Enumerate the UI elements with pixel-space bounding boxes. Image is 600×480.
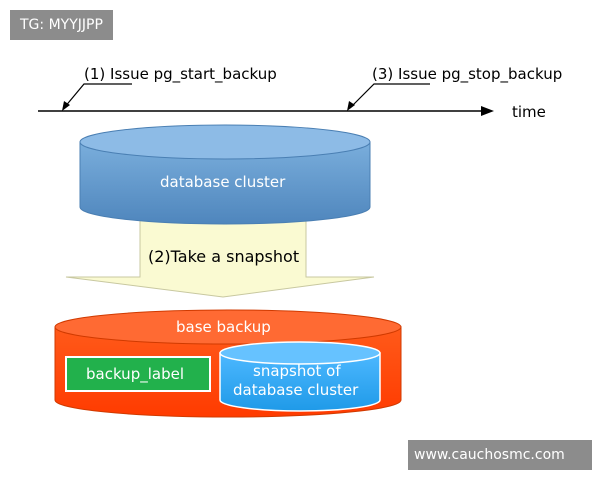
watermark-bottom-right: www.cauchosmc.com — [408, 440, 592, 470]
start-backup-label: (1) Issue pg_start_backup — [84, 65, 277, 84]
snapshot-line-2: database cluster — [233, 381, 359, 399]
watermark-top-left: TG: MYYJJPP — [10, 10, 113, 40]
stop-backup-pointer — [349, 83, 430, 109]
time-axis-arrowhead — [481, 106, 494, 116]
database-cluster-cylinder: database cluster — [79, 124, 371, 225]
base-backup-cylinder: base backup backup_label snapshot of dat… — [54, 309, 402, 418]
timeline: time (1) Issue pg_start_backup (3) Issue… — [38, 65, 562, 121]
time-axis-label: time — [512, 103, 546, 121]
backup-label-text: backup_label — [86, 365, 184, 384]
backup-label-box — [65, 356, 211, 392]
database-cluster-label: database cluster — [160, 173, 286, 191]
start-backup-pointer-head — [62, 101, 70, 111]
snapshot-arrow-shape — [65, 217, 375, 298]
snapshot-cylinder-top — [219, 341, 381, 365]
database-cluster-body — [79, 141, 371, 225]
stop-backup-pointer-head — [347, 101, 355, 111]
snapshot-arrow: (2)Take a snapshot — [65, 217, 375, 298]
start-backup-pointer — [63, 83, 132, 109]
database-cluster-top — [79, 124, 371, 160]
base-backup-top — [54, 309, 402, 345]
snapshot-line-1: snapshot of — [253, 362, 341, 380]
snapshot-cylinder-body — [219, 352, 381, 412]
snapshot-arrow-label: (2)Take a snapshot — [148, 247, 299, 266]
stop-backup-label: (3) Issue pg_stop_backup — [372, 65, 562, 84]
base-backup-label: base backup — [176, 318, 271, 336]
